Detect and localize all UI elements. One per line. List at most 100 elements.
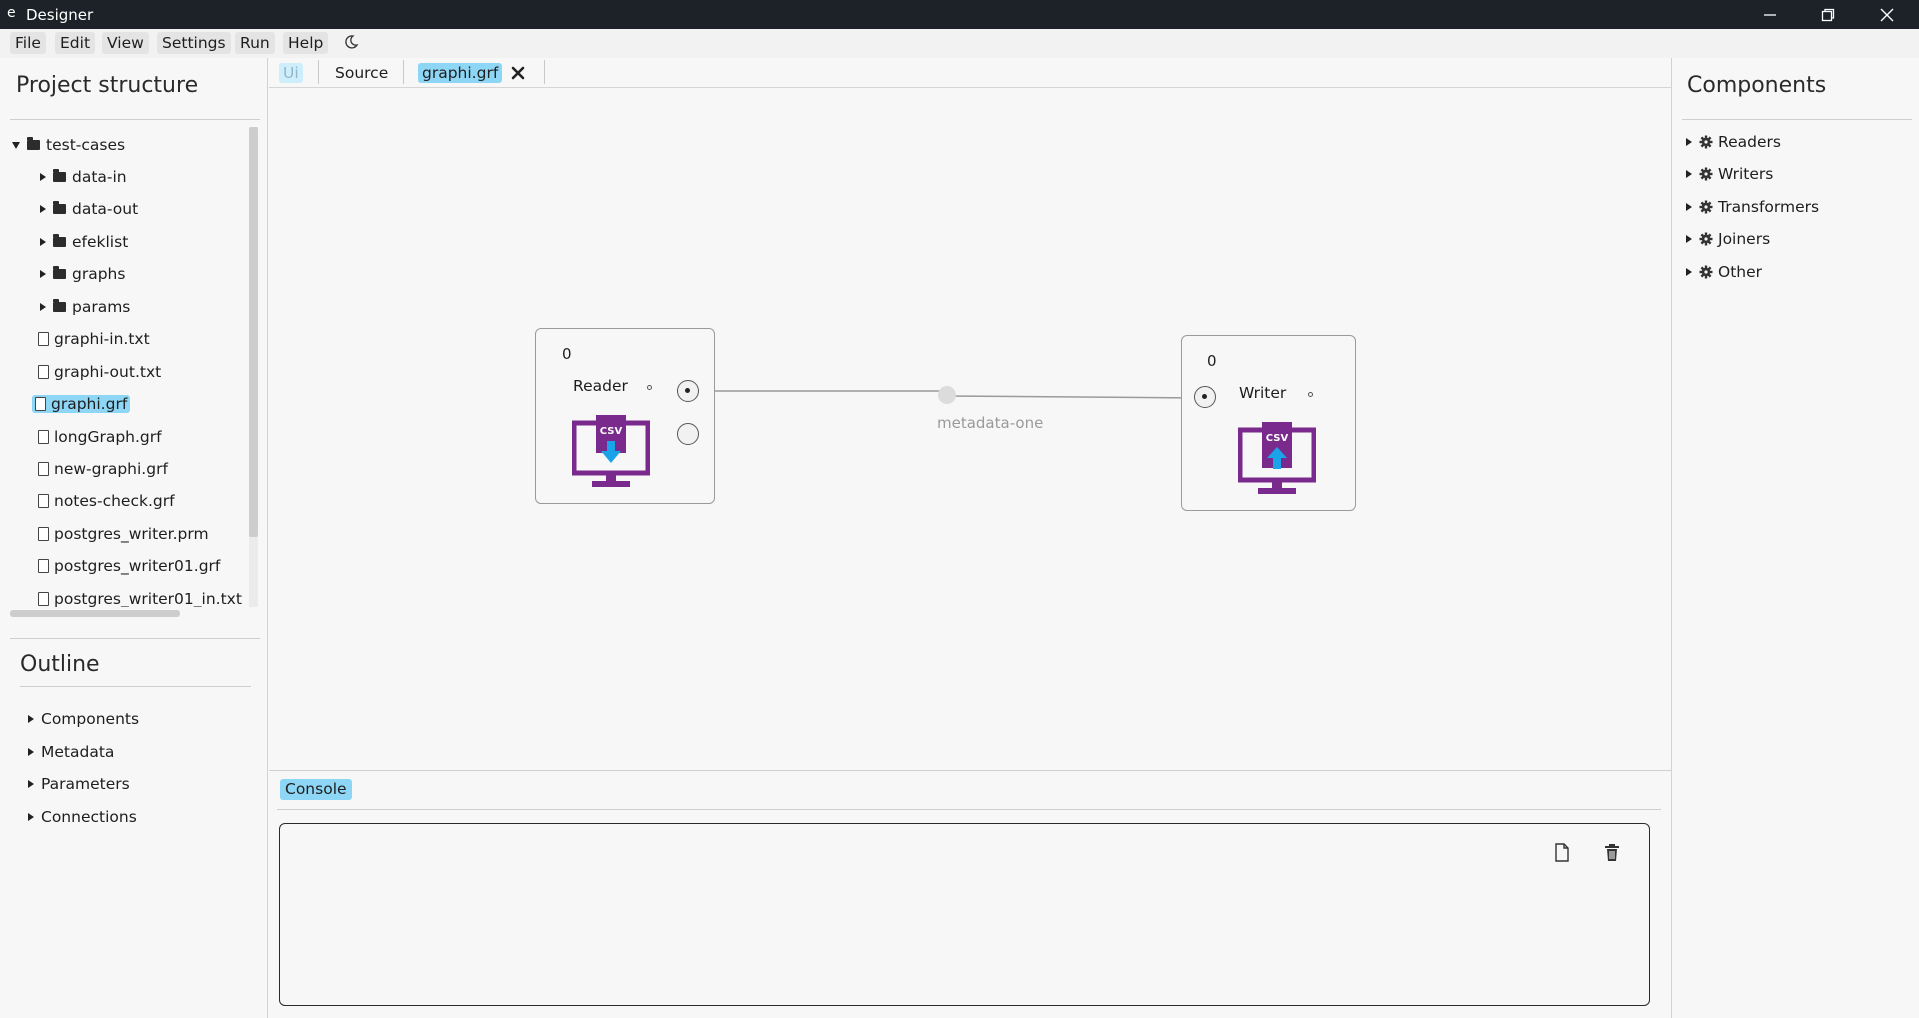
menu-help[interactable]: Help xyxy=(283,32,329,54)
chevron-right-icon[interactable] xyxy=(28,748,34,756)
tree-file-postgres-writer01-in[interactable]: postgres_writer01_in.txt xyxy=(38,588,242,607)
chevron-right-icon[interactable] xyxy=(1686,170,1692,178)
file-icon xyxy=(38,592,49,606)
gear-icon xyxy=(1699,135,1713,149)
file-icon xyxy=(38,559,49,573)
reader-output-port-connected[interactable] xyxy=(677,380,699,402)
chevron-right-icon[interactable] xyxy=(40,205,46,213)
edge-label[interactable]: metadata-one xyxy=(937,414,1044,432)
graph-canvas[interactable]: metadata-one 0 Reader CSV 0 Writer CSV xyxy=(269,89,1671,771)
outline-label: Connections xyxy=(41,808,137,826)
project-tree[interactable]: test-cases data-in data-out efeklist gra… xyxy=(12,127,248,607)
menu-settings[interactable]: Settings xyxy=(157,32,231,54)
tree-label: notes-check.grf xyxy=(54,492,175,510)
component-group-writers[interactable]: Writers xyxy=(1686,163,1773,185)
editor-tab-bar: Ui Source graphi.grf xyxy=(269,58,1671,88)
tree-file-new-graphi[interactable]: new-graphi.grf xyxy=(38,458,168,480)
tab-console[interactable]: Console xyxy=(280,779,352,800)
minimize-button[interactable] xyxy=(1741,0,1799,29)
restore-icon xyxy=(1821,8,1835,21)
menu-view[interactable]: View xyxy=(102,32,149,54)
tree-file-graphi-out[interactable]: graphi-out.txt xyxy=(38,361,161,383)
component-group-joiners[interactable]: Joiners xyxy=(1686,228,1770,250)
gear-icon xyxy=(1699,265,1713,279)
group-label: Transformers xyxy=(1718,198,1820,216)
chevron-right-icon[interactable] xyxy=(1686,268,1692,276)
tree-file-graphi-in[interactable]: graphi-in.txt xyxy=(38,328,150,350)
restore-button[interactable] xyxy=(1799,0,1857,29)
tab-graphi-grf[interactable]: graphi.grf xyxy=(418,63,503,83)
tab-ui[interactable]: Ui xyxy=(279,63,303,83)
reader-node[interactable]: 0 Reader CSV xyxy=(535,328,715,504)
outline-item-components[interactable]: Components xyxy=(28,708,139,730)
menu-run[interactable]: Run xyxy=(235,32,275,54)
selected-item: graphi.grf xyxy=(32,395,131,413)
component-group-other[interactable]: Other xyxy=(1686,261,1762,283)
tree-label: postgres_writer01.grf xyxy=(54,557,221,575)
clear-console-button[interactable] xyxy=(1601,841,1623,863)
outline-item-parameters[interactable]: Parameters xyxy=(28,773,130,795)
node-id: 0 xyxy=(1207,352,1217,370)
close-window-button[interactable] xyxy=(1858,0,1916,29)
gear-icon xyxy=(1699,232,1713,246)
chevron-right-icon[interactable] xyxy=(1686,138,1692,146)
tree-file-postgres-writer01-grf[interactable]: postgres_writer01.grf xyxy=(38,555,220,577)
tree-file-graphi-grf-selected[interactable]: graphi.grf xyxy=(32,393,131,415)
menu-file[interactable]: File xyxy=(10,32,46,54)
edge-midpoint-handle[interactable] xyxy=(938,386,956,404)
gear-icon xyxy=(1699,200,1713,214)
folder-icon xyxy=(53,201,66,214)
tree-file-postgres-writer-prm[interactable]: postgres_writer.prm xyxy=(38,523,209,545)
menu-bar: File Edit View Settings Run Help xyxy=(0,29,1919,58)
component-group-transformers[interactable]: Transformers xyxy=(1686,196,1819,218)
menu-edit[interactable]: Edit xyxy=(55,32,96,54)
scrollbar-thumb[interactable] xyxy=(249,127,258,537)
chevron-right-icon[interactable] xyxy=(28,813,34,821)
tree-horizontal-scrollbar[interactable] xyxy=(10,610,180,617)
chevron-right-icon[interactable] xyxy=(1686,235,1692,243)
close-tab-button[interactable] xyxy=(510,65,526,85)
chevron-right-icon[interactable] xyxy=(1686,203,1692,211)
tree-file-longgraph[interactable]: longGraph.grf xyxy=(38,426,162,448)
chevron-right-icon[interactable] xyxy=(40,238,46,246)
file-icon xyxy=(38,527,49,541)
new-log-button[interactable] xyxy=(1551,841,1573,863)
tab-source[interactable]: Source xyxy=(335,64,389,82)
chevron-down-icon[interactable] xyxy=(12,141,20,149)
tree-folder-params[interactable]: params xyxy=(40,296,130,318)
folder-icon xyxy=(53,266,66,279)
writer-node[interactable]: 0 Writer CSV xyxy=(1181,335,1356,511)
folder-icon xyxy=(27,137,40,150)
tree-folder-efeklist[interactable]: efeklist xyxy=(40,231,128,253)
chevron-right-icon[interactable] xyxy=(40,173,46,181)
tree-folder-test-cases[interactable]: test-cases xyxy=(12,134,125,156)
component-group-readers[interactable]: Readers xyxy=(1686,131,1781,153)
folder-icon xyxy=(53,169,66,182)
tree-label: data-out xyxy=(72,200,139,218)
tree-label: test-cases xyxy=(46,136,126,154)
chevron-right-icon[interactable] xyxy=(28,715,34,723)
chevron-right-icon[interactable] xyxy=(40,270,46,278)
console-output[interactable] xyxy=(279,823,1650,1006)
tree-vertical-scrollbar[interactable] xyxy=(249,127,258,607)
reader-output-port-free[interactable] xyxy=(677,423,699,445)
divider xyxy=(10,638,260,639)
folder-icon xyxy=(53,234,66,247)
theme-toggle-button[interactable] xyxy=(343,34,359,54)
outline-item-connections[interactable]: Connections xyxy=(28,806,137,828)
file-icon xyxy=(38,430,49,444)
node-name: Reader xyxy=(573,377,628,395)
chevron-right-icon[interactable] xyxy=(28,780,34,788)
file-icon xyxy=(38,332,49,346)
tree-label: graphi.grf xyxy=(51,395,128,413)
tree-file-notes-check[interactable]: notes-check.grf xyxy=(38,490,175,512)
tree-folder-data-out[interactable]: data-out xyxy=(40,198,138,220)
writer-input-port-connected[interactable] xyxy=(1194,386,1216,408)
tree-folder-graphs[interactable]: graphs xyxy=(40,263,125,285)
tree-folder-data-in[interactable]: data-in xyxy=(40,166,127,188)
chevron-right-icon[interactable] xyxy=(40,303,46,311)
tree-label: new-graphi.grf xyxy=(54,460,168,478)
outline-item-metadata[interactable]: Metadata xyxy=(28,741,114,763)
tab-separator xyxy=(403,60,404,84)
csv-writer-icon: CSV xyxy=(1238,422,1316,494)
